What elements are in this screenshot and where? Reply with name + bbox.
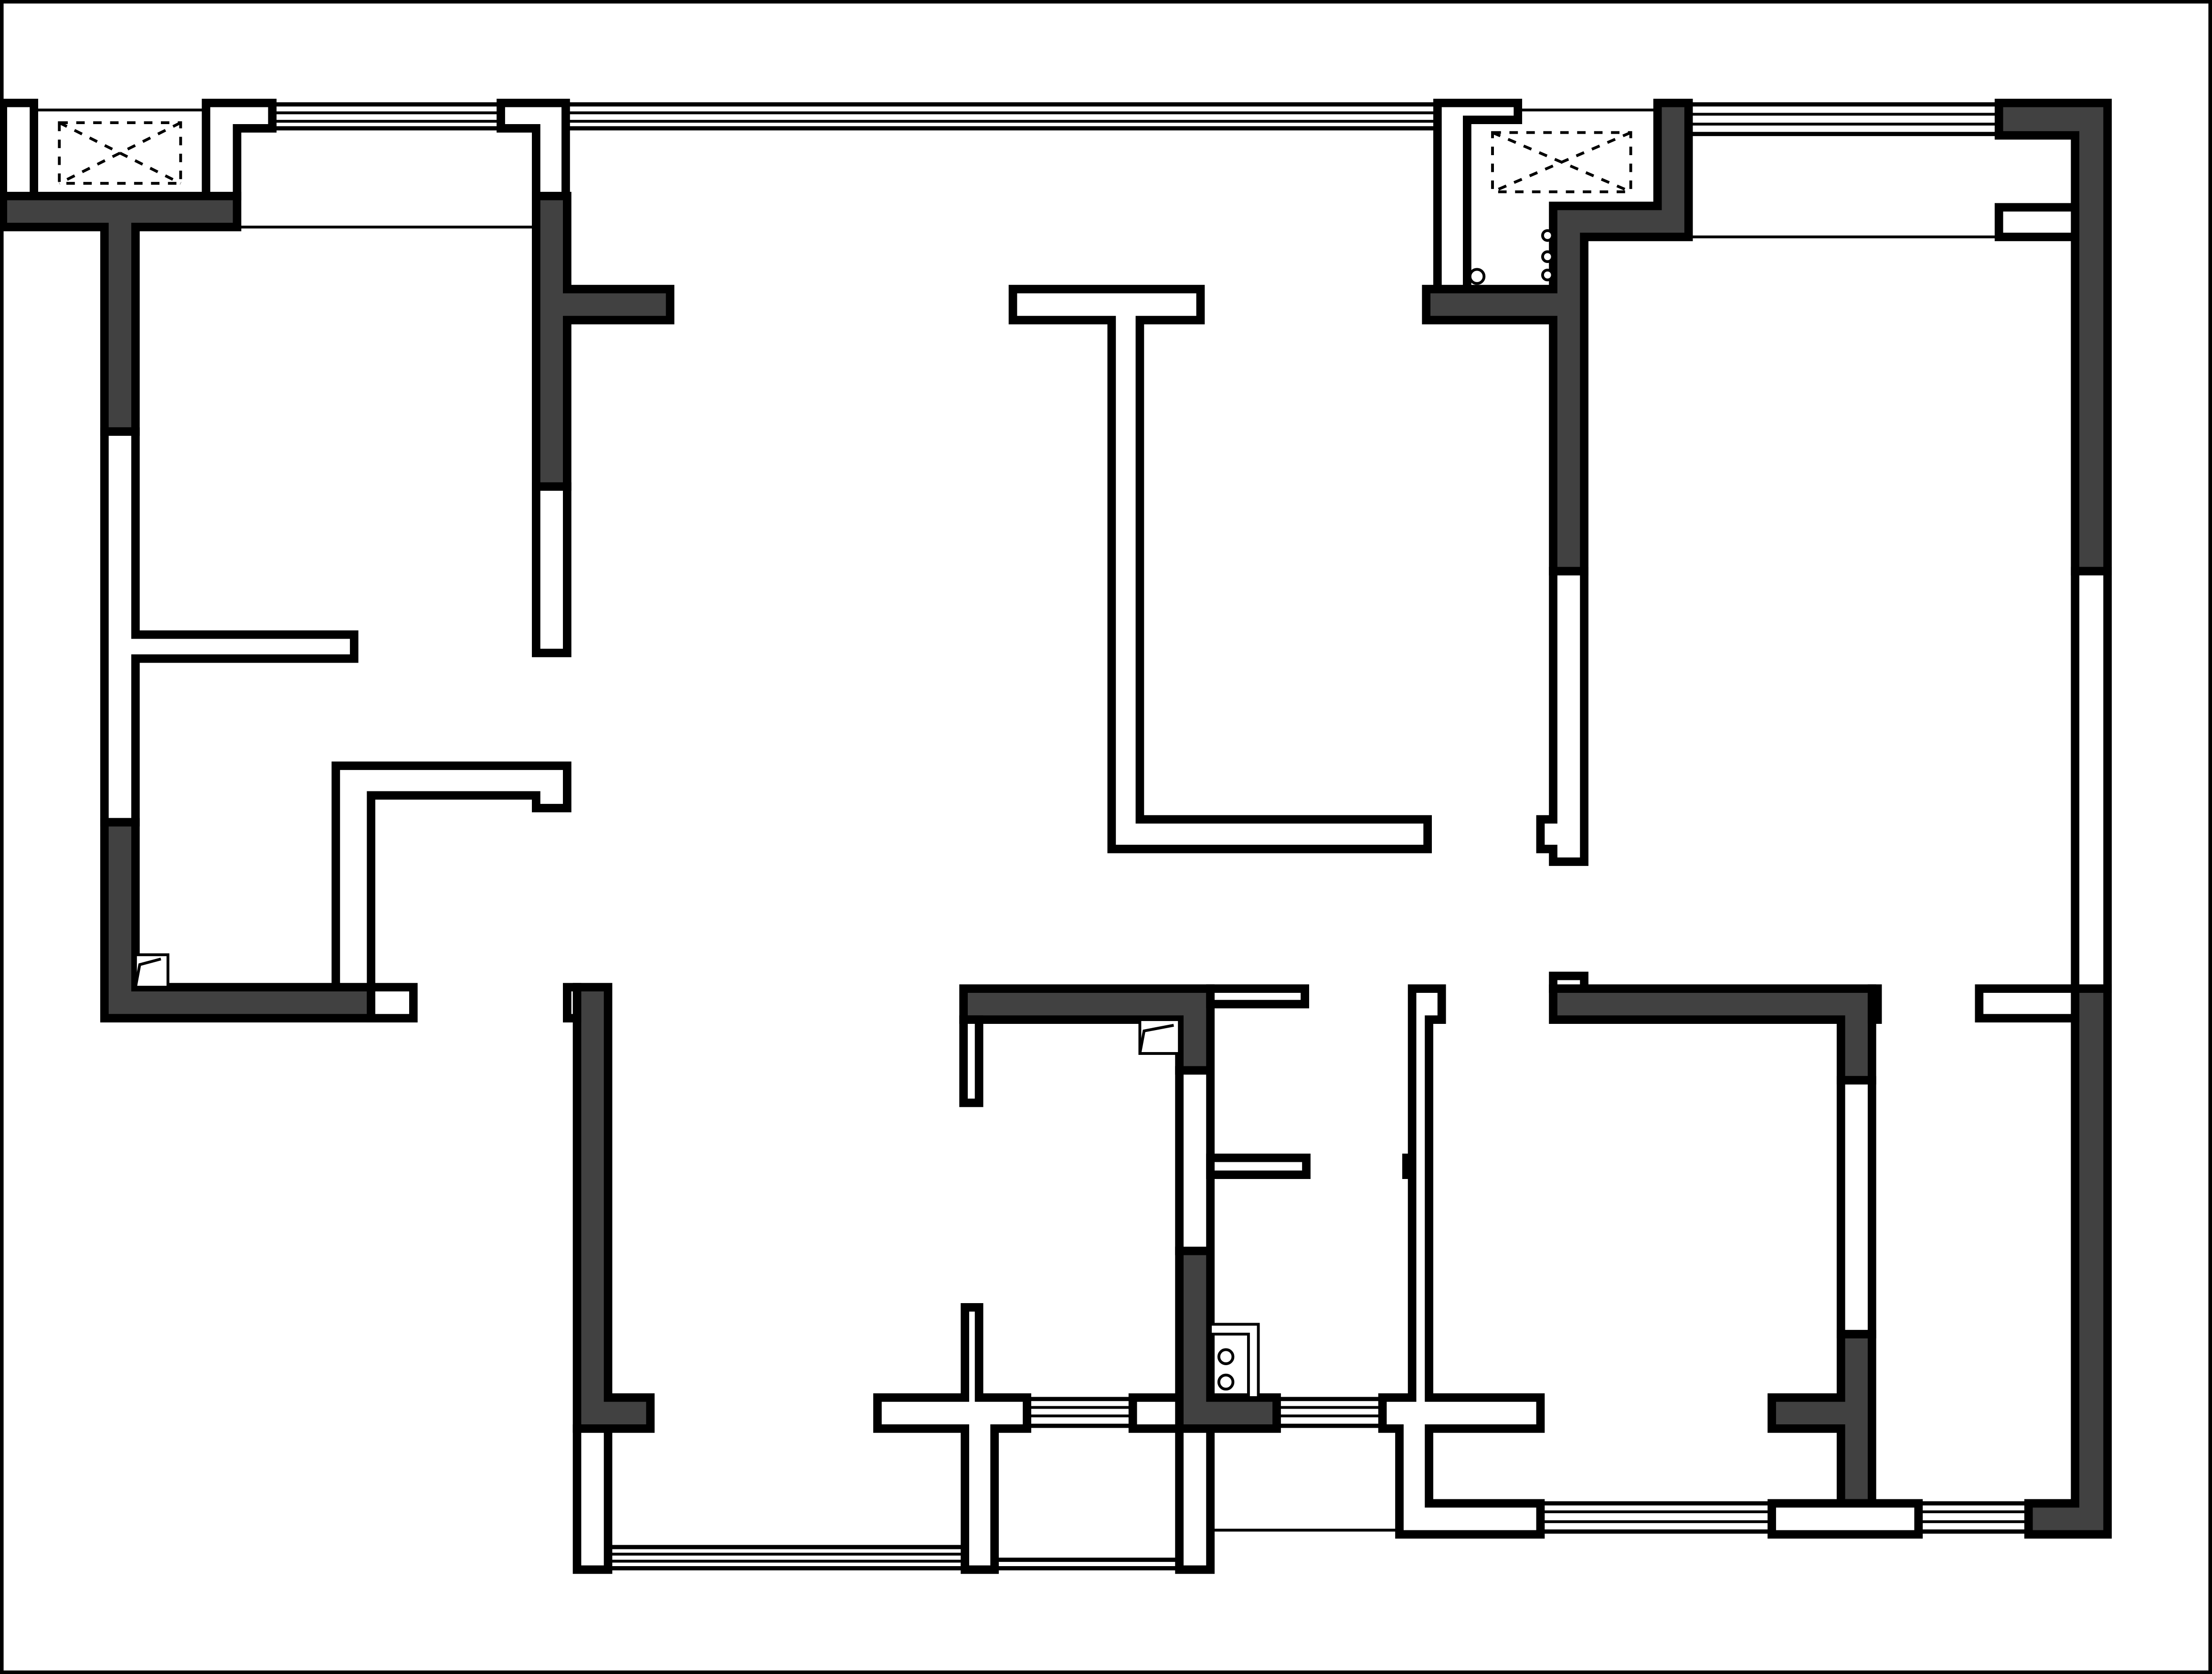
window-bathroom [1027, 1397, 1133, 1428]
ventilation-shaft-icon [58, 121, 182, 185]
partition-bath-sill [1128, 1393, 1184, 1433]
wall-top-right-shaft [1422, 98, 1693, 576]
wall-column-left [532, 191, 675, 491]
window-bottom-balcony [995, 1558, 1181, 1570]
wall-bath-lower [1175, 1246, 1281, 1433]
wall-top-left [0, 191, 242, 436]
partition-left-closet [331, 761, 572, 992]
partition-bedroom-closet [1836, 1076, 1876, 1338]
window-bottom-right-b [1918, 1501, 2029, 1534]
partition-bath-shelf [1206, 1153, 1311, 1179]
wall-right-lower [2024, 984, 2112, 1539]
partition-bath-top-stub [1206, 984, 1309, 1009]
partition-right-upper-stub [1994, 203, 2080, 242]
partition-bath-left [959, 1015, 984, 1107]
window-top-left [272, 102, 502, 131]
floor-drain-icon [1138, 1018, 1181, 1055]
partition-balcony-cross [873, 1303, 1031, 1574]
partition-column-lower [532, 482, 572, 657]
partition-top-right-shaft [1433, 98, 1523, 294]
window-bottom-left [608, 1545, 965, 1570]
pipe-riser-icon [1468, 229, 1554, 285]
partition-right-column [1536, 567, 1588, 866]
partition-right-side [2071, 567, 2112, 993]
partition-walls [0, 98, 2112, 1574]
partition-top-left-corner [0, 98, 38, 200]
windows [34, 102, 2075, 1570]
ventilation-shaft-icon [1491, 131, 1632, 193]
wall-left-lower [100, 818, 376, 1023]
wall-bedroom-right [1549, 984, 1876, 1085]
partition-wall-stub-a [367, 983, 418, 1023]
pipe-riser-icon [1209, 1323, 1260, 1399]
partition-left-wall [100, 427, 359, 827]
partition-center-left-sill [563, 983, 582, 1023]
partition-bedroom-stub [1549, 971, 1588, 993]
partition-center-left-lower [572, 1424, 613, 1574]
partition-right-stub [1975, 984, 2080, 1023]
wall-center-left [572, 983, 655, 1433]
partition-bedroom-right-edge [1867, 984, 1882, 1024]
window-bottom-right-a [1539, 1501, 1772, 1534]
wall-bedroom-right-lower [1767, 1330, 1876, 1508]
partition-top-column [497, 98, 570, 200]
wall-right-upper [1994, 98, 2112, 576]
structural-walls [0, 98, 2112, 1539]
partition-right-room-left [1378, 984, 1545, 1539]
partition-center-t [1008, 284, 1432, 853]
window-top-center [565, 102, 1438, 131]
partition-bottom-right-sill [1767, 1499, 1923, 1539]
window-utility [1276, 1397, 1386, 1428]
partition-bath-lower [1175, 1424, 1215, 1574]
partition-right-room-tick [1402, 1153, 1417, 1179]
partition-top-left-shaft [201, 98, 277, 200]
partition-bath-middle [1175, 1066, 1215, 1255]
floor-drain-icon [134, 953, 169, 989]
window-top-right [1688, 102, 1999, 137]
